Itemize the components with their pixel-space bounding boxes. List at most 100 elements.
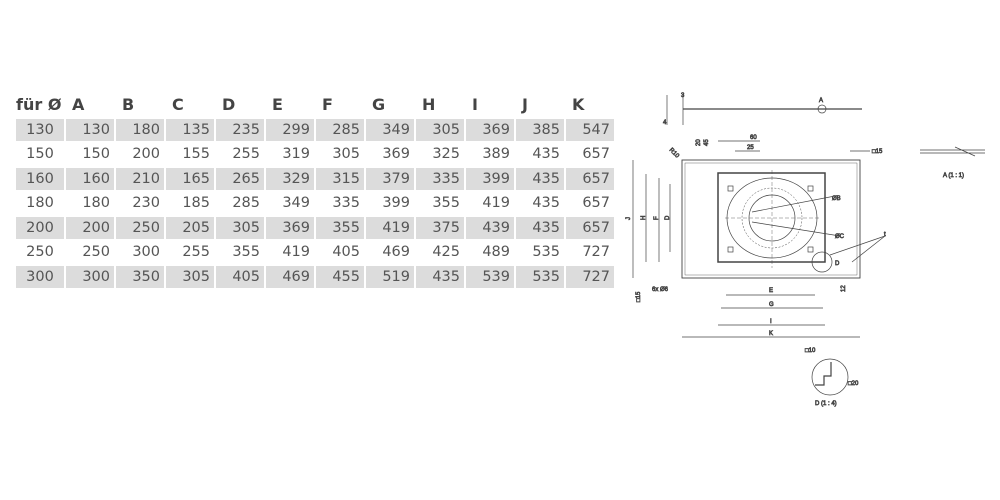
column-header: K bbox=[572, 95, 585, 114]
dim-square-10: □10 bbox=[805, 348, 816, 354]
table-cell: 185 bbox=[182, 195, 210, 211]
column-header: C bbox=[172, 95, 184, 114]
table-cell: 315 bbox=[316, 167, 364, 190]
table-cell: 419 bbox=[366, 216, 414, 239]
dim-45: 45 bbox=[704, 139, 710, 146]
dim-h: H bbox=[641, 216, 647, 220]
detail-d-label: D (1 : 4) bbox=[815, 401, 837, 407]
table-cell: 349 bbox=[366, 118, 414, 141]
table-cell: 130 bbox=[16, 118, 64, 141]
table-cell: 160 bbox=[16, 167, 64, 190]
table-cell: 300 bbox=[132, 244, 160, 260]
table-cell: 355 bbox=[232, 244, 260, 260]
label-holes: 6x Ø6 bbox=[652, 287, 669, 293]
table-cell: 255 bbox=[232, 146, 260, 162]
table-cell: 285 bbox=[316, 118, 364, 141]
table-cell: 369 bbox=[382, 146, 410, 162]
table-cell: 489 bbox=[482, 244, 510, 260]
table-cell: 205 bbox=[166, 216, 214, 239]
column-header: E bbox=[272, 95, 283, 114]
dim-12: 12 bbox=[841, 285, 847, 292]
table-cell: 250 bbox=[82, 244, 110, 260]
column-header: A bbox=[72, 95, 85, 114]
dim-d: D bbox=[665, 215, 671, 220]
table-cell: 425 bbox=[432, 244, 460, 260]
table-cell: 469 bbox=[382, 244, 410, 260]
label-t: t bbox=[884, 232, 886, 238]
table-cell: 435 bbox=[532, 146, 560, 162]
table-cell: 130 bbox=[66, 118, 114, 141]
table-cell: 727 bbox=[582, 244, 610, 260]
label-d: D bbox=[835, 261, 840, 267]
label-a: A bbox=[819, 98, 823, 104]
table-cell: 435 bbox=[416, 265, 464, 288]
table-cell: 375 bbox=[416, 216, 464, 239]
dim-i: I bbox=[770, 319, 772, 325]
table-cell: 165 bbox=[166, 167, 214, 190]
dim-25: 25 bbox=[747, 145, 754, 151]
table-cell: 349 bbox=[282, 195, 310, 211]
dim-square-15-left: □15 bbox=[636, 291, 642, 302]
dim-j: J bbox=[626, 217, 632, 220]
table-cell: 135 bbox=[166, 118, 214, 141]
table-cell: 255 bbox=[182, 244, 210, 260]
table-cell: 200 bbox=[16, 216, 64, 239]
table-cell: 180 bbox=[26, 195, 54, 211]
table-cell: 657 bbox=[566, 216, 614, 239]
detail-d-marker bbox=[811, 251, 833, 273]
table-cell: 369 bbox=[266, 216, 314, 239]
table-cell: 355 bbox=[432, 195, 460, 211]
table-cell: 305 bbox=[416, 118, 464, 141]
table-cell: 657 bbox=[582, 195, 610, 211]
dim-square-15: □15 bbox=[872, 149, 883, 155]
table-cell: 439 bbox=[466, 216, 514, 239]
dim-e: E bbox=[769, 288, 773, 294]
table-cell: 405 bbox=[216, 265, 264, 288]
dim-20: 20 bbox=[696, 139, 702, 146]
table-cell: 305 bbox=[332, 146, 360, 162]
table-cell: 180 bbox=[116, 118, 164, 141]
inner-square bbox=[717, 172, 826, 263]
table-cell: 455 bbox=[316, 265, 364, 288]
table-cell: 657 bbox=[566, 167, 614, 190]
table-cell: 305 bbox=[216, 216, 264, 239]
column-header: B bbox=[122, 95, 135, 114]
column-header: F bbox=[322, 95, 333, 114]
column-header: G bbox=[372, 95, 386, 114]
table-cell: 150 bbox=[26, 146, 54, 162]
table-cell: 300 bbox=[16, 265, 64, 288]
table-cell: 285 bbox=[232, 195, 260, 211]
table-cell: 435 bbox=[516, 167, 564, 190]
column-header: D bbox=[222, 95, 236, 114]
label-diameter-b: ØB bbox=[832, 196, 841, 202]
label-r10: R10 bbox=[668, 147, 680, 159]
table-cell: 305 bbox=[166, 265, 214, 288]
table-cell: 300 bbox=[66, 265, 114, 288]
detail-a-marker bbox=[817, 104, 827, 114]
dim-g: G bbox=[769, 302, 774, 308]
dim-k: K bbox=[769, 331, 773, 337]
table-cell: 150 bbox=[82, 146, 110, 162]
detail-a-label: A (1 : 1) bbox=[943, 173, 964, 179]
table-cell: 419 bbox=[282, 244, 310, 260]
column-header: J bbox=[522, 95, 528, 114]
table-cell: 379 bbox=[366, 167, 414, 190]
table-cell: 230 bbox=[132, 195, 160, 211]
table-cell: 265 bbox=[216, 167, 264, 190]
table-cell: 385 bbox=[516, 118, 564, 141]
table-cell: 250 bbox=[26, 244, 54, 260]
table-cell: 389 bbox=[482, 146, 510, 162]
table-cell: 210 bbox=[116, 167, 164, 190]
table-cell: 535 bbox=[532, 244, 560, 260]
column-header: I bbox=[472, 95, 478, 114]
table-cell: 335 bbox=[416, 167, 464, 190]
dim-f: F bbox=[654, 216, 660, 220]
dim-60: 60 bbox=[750, 135, 757, 141]
dim-square-20: □20 bbox=[848, 381, 859, 387]
table-cell: 547 bbox=[566, 118, 614, 141]
